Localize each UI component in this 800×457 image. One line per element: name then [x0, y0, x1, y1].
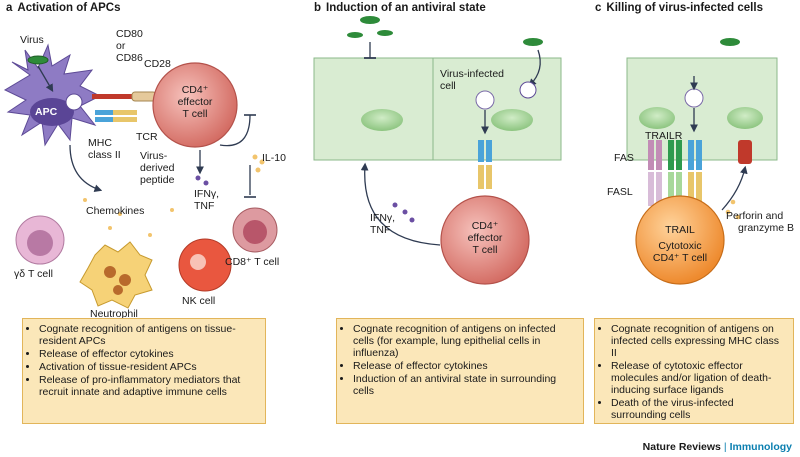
- perforin-label-2: granzyme B: [738, 222, 795, 234]
- summary-a-item: Release of pro-inflammatory mediators th…: [39, 374, 259, 398]
- apc-cell: [3, 43, 102, 147]
- or-label: or: [116, 40, 126, 52]
- summary-a-item: Cognate recognition of antigens on tissu…: [39, 323, 259, 347]
- summary-box-a: Cognate recognition of antigens on tissu…: [22, 318, 266, 424]
- summary-a-item: Activation of tissue-resident APCs: [39, 361, 259, 373]
- il10-label: IL-10: [262, 152, 286, 164]
- virus-infected-label-1: Virus-infected: [440, 68, 505, 80]
- summary-b-item: Release of effector cytokines: [353, 360, 577, 372]
- virus-derived-label-2: derived: [140, 162, 175, 174]
- virus-particle-icon: [27, 55, 49, 65]
- ifn-label-a: IFNγ,: [194, 188, 220, 200]
- summary-box-b: Cognate recognition of antigens on infec…: [336, 318, 584, 424]
- fasl-label: FASL: [607, 186, 633, 198]
- perforin-pore: [738, 140, 752, 164]
- journal-footer: Nature Reviews|Immunology: [642, 441, 792, 453]
- virus-infected-label-2: cell: [440, 80, 456, 92]
- chemokine-arrow: [69, 144, 103, 192]
- mhc-tcr-receptor: [95, 110, 137, 122]
- nk-cell-label: NK cell: [182, 295, 216, 307]
- summary-a-item: Release of effector cytokines: [39, 348, 259, 360]
- tnf-label-b: TNF: [370, 224, 391, 236]
- virus-uptake-arrow: [37, 65, 54, 93]
- gd-t-cell-label: γδ T cell: [14, 268, 53, 280]
- cytokine-arrow-b: [360, 162, 441, 246]
- mhc-tcr-receptor-b: [478, 140, 492, 189]
- cd4-effector-t-cell-b: [440, 195, 530, 285]
- trail-label: TRAIL: [665, 224, 695, 236]
- il10-inhibition-line: [219, 114, 251, 147]
- summary-b-item: Induction of an antiviral state in surro…: [353, 373, 577, 397]
- neutrophil-cell: [79, 241, 153, 309]
- journal-section: Immunology: [729, 441, 792, 453]
- virus-infected-cell: [432, 57, 562, 161]
- perforin-label-1: Perforin and: [726, 210, 784, 222]
- nucleus: [361, 109, 403, 131]
- summary-c-item: Release of cytotoxic effector molecules …: [611, 360, 787, 396]
- trail-trailr-receptor: [668, 140, 682, 206]
- tnf-label-a: TNF: [194, 200, 215, 212]
- cd80-cd28-receptor: [92, 91, 157, 102]
- epithelial-cell-left: [313, 57, 453, 161]
- ifn-label-b: IFNγ,: [370, 212, 396, 224]
- apc-label: APC: [35, 106, 58, 118]
- cd8-label: CD8⁺ T cell: [225, 256, 280, 268]
- mhc-tcr-receptor-c: [688, 140, 702, 206]
- virus-derived-label-1: Virus-: [140, 150, 168, 162]
- chemokines-label: Chemokines: [86, 205, 145, 217]
- summary-box-c: Cognate recognition of antigens on infec…: [594, 318, 794, 424]
- fas-fasl-receptor: [648, 140, 662, 206]
- summary-c-item: Cognate recognition of antigens on infec…: [611, 323, 787, 359]
- cd4-effector-t-cell: [152, 62, 238, 148]
- journal-name: Nature Reviews: [642, 441, 721, 453]
- cd28-label: CD28: [144, 58, 171, 70]
- class2-label: class II: [88, 149, 121, 161]
- cd86-label: CD86: [116, 52, 143, 64]
- mhc-label: MHC: [88, 137, 112, 149]
- virus-label: Virus: [20, 34, 44, 46]
- summary-c-item: Death of the virus-infected surrounding …: [611, 397, 787, 421]
- trailr-label: TRAILR: [645, 130, 683, 142]
- neutrophil-label: Neutrophil: [90, 308, 138, 320]
- fas-label: FAS: [614, 152, 634, 164]
- tcr-label: TCR: [136, 131, 158, 143]
- summary-b-item: Cognate recognition of antigens on infec…: [353, 323, 577, 359]
- virus-derived-label-3: peptide: [140, 174, 175, 186]
- cd80-label: CD80: [116, 28, 143, 40]
- cytotoxic-cd4-t-cell: [635, 195, 725, 285]
